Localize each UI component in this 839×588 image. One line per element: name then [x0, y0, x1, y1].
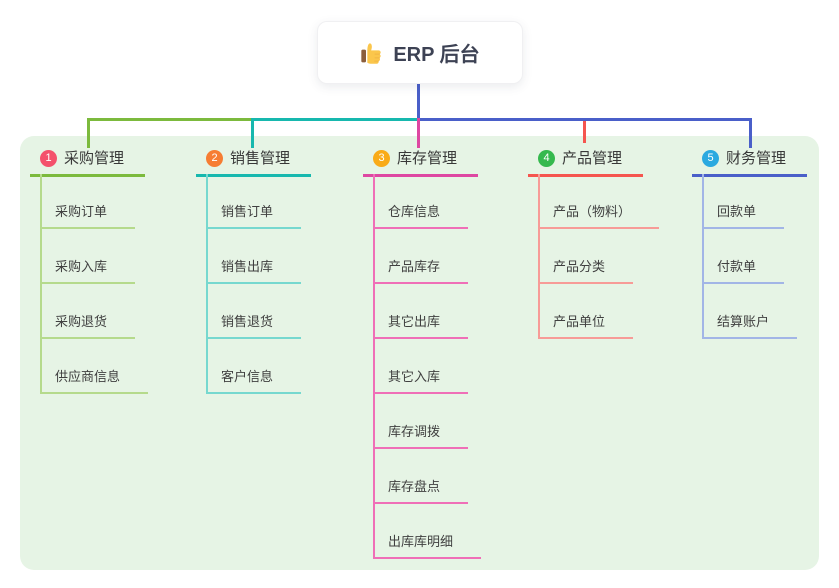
child-node[interactable]: 采购订单 [42, 174, 136, 229]
branch-number-badge: 2 [206, 150, 223, 167]
branch-node-inventory[interactable]: 3 库存管理 [363, 149, 478, 177]
root-node-label: ERP 后台 [393, 44, 480, 66]
child-node-label: 销售订单 [221, 204, 274, 219]
branch-children-rail: 产品（物料） 产品分类 产品单位 [538, 174, 660, 339]
connector-drop-product [583, 121, 586, 143]
child-node[interactable]: 销售出库 [208, 229, 302, 284]
branch-label: 财务管理 [726, 150, 787, 167]
branch-sales-management: 2 销售管理 销售订单 销售出库 销售退货 客户信息 [196, 149, 311, 394]
child-node-label: 客户信息 [221, 369, 274, 384]
branch-number-badge: 1 [40, 150, 57, 167]
child-node-label: 产品分类 [553, 259, 606, 274]
child-node-label: 结算账户 [717, 314, 770, 329]
branch-node-sales[interactable]: 2 销售管理 [196, 149, 311, 177]
child-node[interactable]: 采购入库 [42, 229, 136, 284]
branch-number-badge: 4 [538, 150, 555, 167]
child-node[interactable]: 库存调拨 [375, 394, 469, 449]
connector-drop-finance [749, 118, 752, 148]
connector-horizontal-sales [251, 118, 420, 121]
branch-inventory-management: 3 库存管理 仓库信息 产品库存 其它出库 其它入库 库存调拨 库存盘点 出库库… [363, 149, 482, 559]
child-node-label: 库存调拨 [388, 424, 441, 439]
child-node-label: 出库库明细 [388, 534, 454, 549]
branch-finance-management: 5 财务管理 回款单 付款单 结算账户 [692, 149, 807, 339]
branch-children-rail: 采购订单 采购入库 采购退货 供应商信息 [40, 174, 149, 394]
child-node[interactable]: 其它入库 [375, 339, 469, 394]
child-node[interactable]: 采购退货 [42, 284, 136, 339]
child-node[interactable]: 产品库存 [375, 229, 469, 284]
child-node[interactable]: 销售退货 [208, 284, 302, 339]
branch-children-rail: 销售订单 销售出库 销售退货 客户信息 [206, 174, 302, 394]
connector-horizontal-finance [417, 118, 752, 121]
child-node[interactable]: 库存盘点 [375, 449, 469, 504]
branch-label: 库存管理 [397, 150, 458, 167]
branch-label: 采购管理 [64, 150, 125, 167]
mindmap-canvas-panel [20, 136, 819, 570]
branch-node-product[interactable]: 4 产品管理 [528, 149, 643, 177]
child-node[interactable]: 其它出库 [375, 284, 469, 339]
thumbs-up-icon [361, 42, 381, 64]
child-node[interactable]: 仓库信息 [375, 174, 469, 229]
branch-node-purchase[interactable]: 1 采购管理 [30, 149, 145, 177]
connector-horizontal-purchase [87, 118, 254, 121]
child-node-label: 仓库信息 [388, 204, 441, 219]
branch-children-rail: 仓库信息 产品库存 其它出库 其它入库 库存调拨 库存盘点 出库库明细 [373, 174, 482, 559]
child-node-label: 产品（物料） [553, 204, 632, 219]
child-node[interactable]: 产品（物料） [540, 174, 660, 229]
branch-label: 销售管理 [230, 150, 291, 167]
branch-number-badge: 3 [373, 150, 390, 167]
child-node[interactable]: 供应商信息 [42, 339, 149, 394]
child-node[interactable]: 产品分类 [540, 229, 634, 284]
child-node-label: 库存盘点 [388, 479, 441, 494]
connector-drop-purchase [87, 118, 90, 148]
connector-drop-sales [251, 118, 254, 148]
child-node[interactable]: 结算账户 [704, 284, 798, 339]
child-node-label: 回款单 [717, 204, 757, 219]
branch-node-finance[interactable]: 5 财务管理 [692, 149, 807, 177]
branch-purchase-management: 1 采购管理 采购订单 采购入库 采购退货 供应商信息 [30, 149, 149, 394]
child-node-label: 采购退货 [55, 314, 108, 329]
branch-label: 产品管理 [562, 150, 623, 167]
child-node-label: 采购入库 [55, 259, 108, 274]
child-node[interactable]: 付款单 [704, 229, 785, 284]
child-node[interactable]: 回款单 [704, 174, 785, 229]
child-node-label: 采购订单 [55, 204, 108, 219]
branch-number-badge: 5 [702, 150, 719, 167]
child-node-label: 其它入库 [388, 369, 441, 384]
child-node[interactable]: 销售订单 [208, 174, 302, 229]
child-node[interactable]: 产品单位 [540, 284, 634, 339]
child-node[interactable]: 客户信息 [208, 339, 302, 394]
connector-drop-inventory [417, 118, 420, 148]
branch-children-rail: 回款单 付款单 结算账户 [702, 174, 798, 339]
child-node-label: 供应商信息 [55, 369, 121, 384]
child-node-label: 销售退货 [221, 314, 274, 329]
child-node-label: 付款单 [717, 259, 757, 274]
child-node-label: 销售出库 [221, 259, 274, 274]
child-node-label: 产品库存 [388, 259, 441, 274]
root-node-erp-backend[interactable]: ERP 后台 [317, 21, 523, 84]
connector-root-stub [417, 84, 420, 119]
child-node-label: 产品单位 [553, 314, 606, 329]
child-node[interactable]: 出库库明细 [375, 504, 482, 559]
branch-product-management: 4 产品管理 产品（物料） 产品分类 产品单位 [528, 149, 660, 339]
child-node-label: 其它出库 [388, 314, 441, 329]
